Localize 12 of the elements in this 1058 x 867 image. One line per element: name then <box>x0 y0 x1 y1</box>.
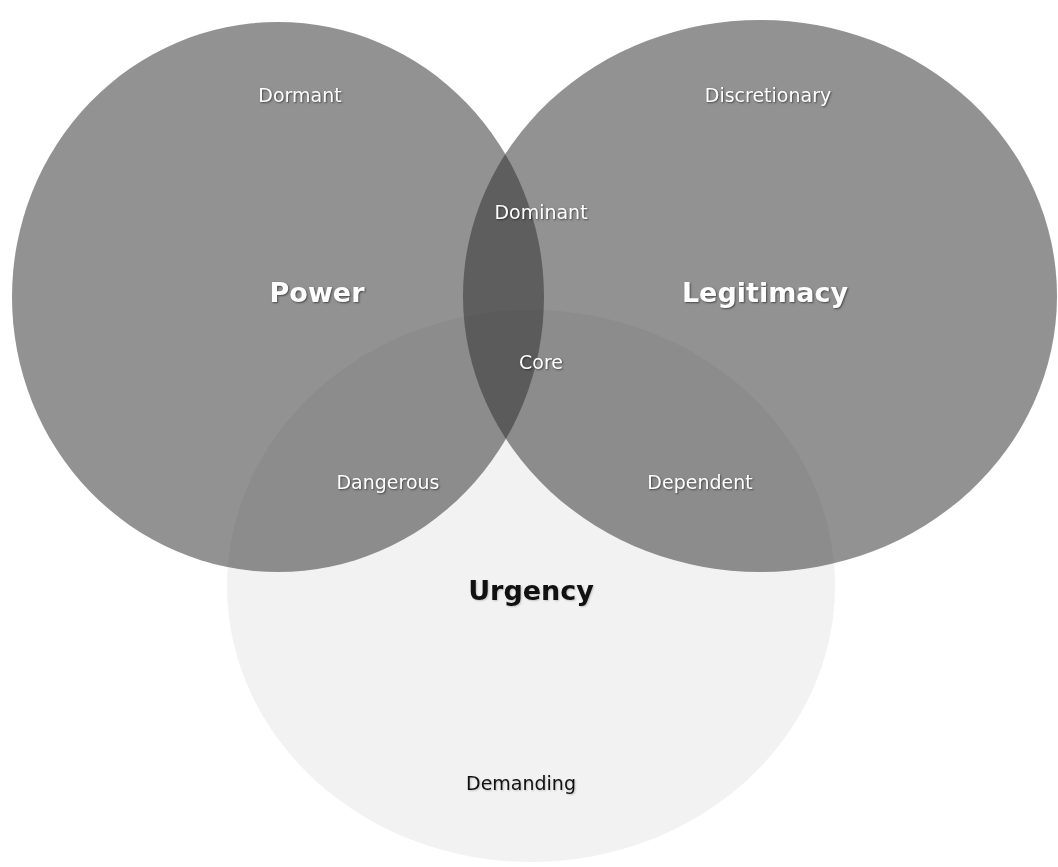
overlap-label: Dominant <box>494 201 588 223</box>
region-label: Dormant <box>258 84 342 106</box>
circle-heading: Urgency <box>468 574 594 606</box>
overlap-label: Core <box>519 351 563 373</box>
venn-circle <box>463 20 1057 572</box>
circle-heading: Power <box>269 276 365 308</box>
circle-heading: Legitimacy <box>681 276 849 308</box>
overlap-label: Dangerous <box>336 471 440 493</box>
region-label: Discretionary <box>704 84 832 106</box>
region-label: Demanding <box>466 772 576 794</box>
venn-circle <box>227 310 835 862</box>
overlap-label: Dependent <box>647 471 753 493</box>
